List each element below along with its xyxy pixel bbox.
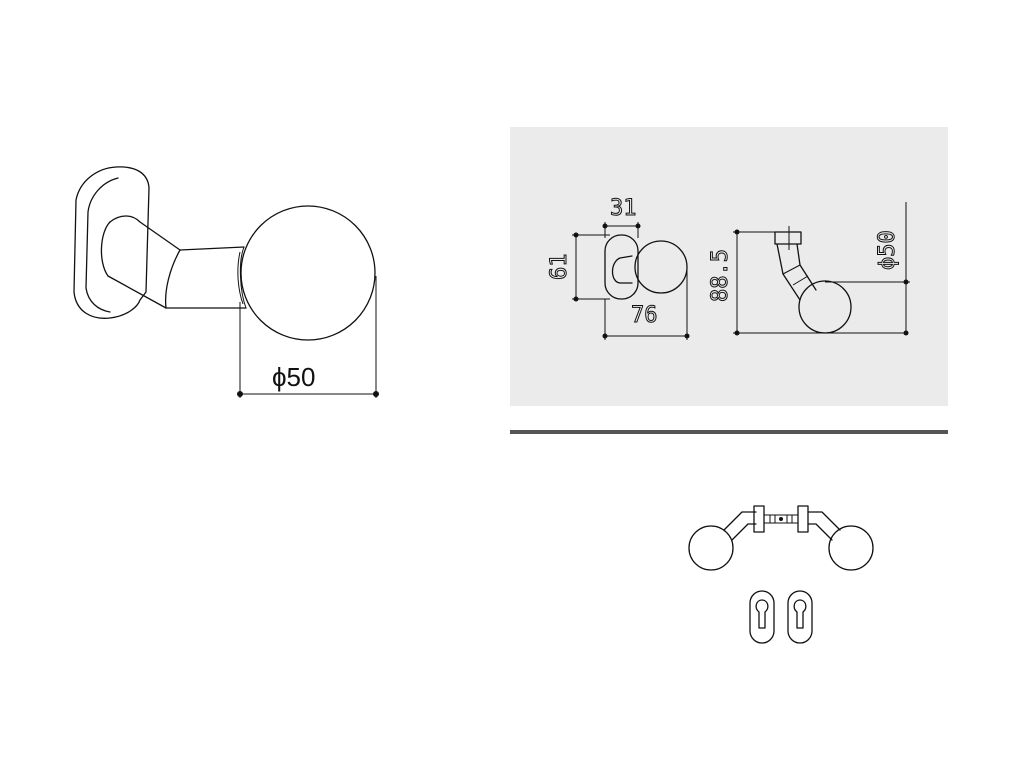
knob-ball [240, 205, 376, 341]
dim-dot [573, 296, 579, 302]
left-escutcheon [749, 590, 775, 644]
right-keyhole [793, 599, 807, 629]
rose-plate-outline [73, 166, 150, 319]
front-depth-label: 76 [631, 303, 658, 328]
side-diameter-label: ϕ50 [875, 230, 900, 270]
section-divider [510, 430, 948, 434]
front-neck [611, 255, 633, 284]
spindle-center [779, 517, 783, 521]
left-knob-neck [723, 511, 757, 541]
dimension-end-dot [237, 391, 243, 397]
diameter-dimension-label: ϕ50 [272, 362, 315, 392]
right-rose [797, 505, 809, 533]
pair-assembly [688, 505, 874, 571]
front-view: 31 61 76 [547, 196, 690, 340]
right-escutcheon [787, 590, 813, 644]
shank-collar [237, 246, 247, 309]
side-height-label: 88.5 [708, 249, 733, 302]
rose-plate-edge [85, 177, 119, 313]
left-knob-ball [688, 525, 734, 571]
dim-dot [684, 333, 690, 339]
dim-dot [635, 223, 641, 229]
left-rose [753, 505, 765, 533]
neck-upper [109, 215, 181, 251]
dim-dot [734, 330, 740, 336]
side-neck-joint [782, 264, 809, 286]
front-width-label: 31 [610, 196, 637, 221]
dim-dot [734, 229, 740, 235]
front-height-label: 61 [547, 254, 572, 281]
shank-top [179, 246, 245, 251]
spec-panel-background [510, 127, 948, 406]
right-knob-neck [807, 511, 841, 541]
side-rose [774, 231, 802, 245]
dim-dot [602, 333, 608, 339]
dim-dot [903, 279, 909, 285]
front-rose [604, 234, 639, 300]
neck-joint [164, 249, 181, 309]
neck-lower [107, 275, 167, 309]
large-knob-view: ϕ50 [73, 166, 379, 398]
escutcheon-pair [749, 590, 813, 644]
neck-cap [100, 221, 111, 277]
dim-dot [903, 330, 909, 336]
right-knob-ball [828, 525, 874, 571]
dim-dot [602, 223, 608, 229]
dim-dot [573, 232, 579, 238]
side-view: 88.5 ϕ50 [708, 202, 910, 336]
dimension-end-dot [373, 391, 379, 397]
left-keyhole [755, 599, 769, 629]
